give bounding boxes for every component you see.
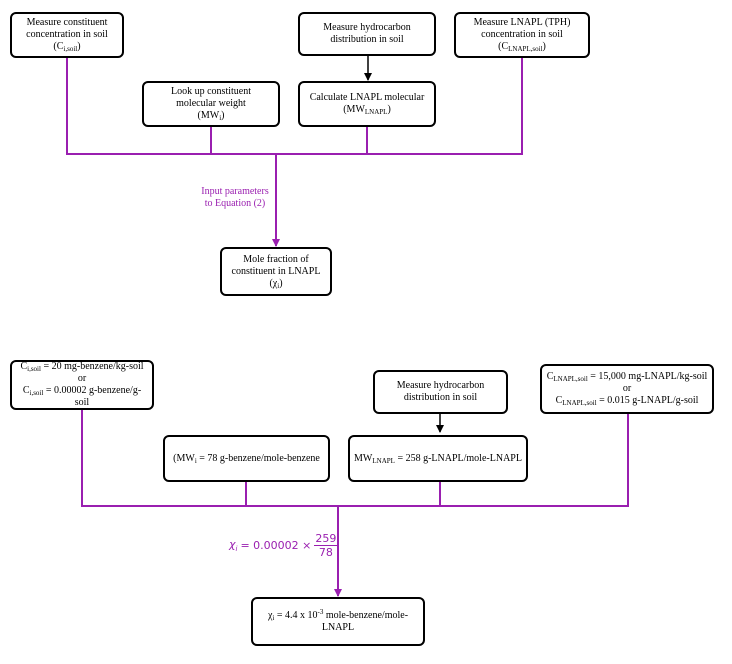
c-lnapl-soil-box: CLNAPL,soil = 15,000 mg-LNAPL/kg-soil or… [540,364,714,414]
top-connector-lines [66,58,523,247]
mw-i-box: (MWi = 78 g-benzene/mole-benzene [163,435,330,482]
measure-constituent-box: Measure constituent concentration in soi… [10,12,124,58]
measure-hydrocarbon-box: Measure hydrocarbon distribution in soil [298,12,436,56]
mole-fraction-result-box: Mole fraction of constituent in LNAPL (χ… [220,247,332,296]
ci-soil-box: Ci,soil = 20 mg-benzene/kg-soil or Ci,so… [10,360,154,410]
mw-lnapl-box: MWLNAPL = 258 g-LNAPL/mole-LNAPL [348,435,528,482]
measure-lnapl-box: Measure LNAPL (TPH) concentration in soi… [454,12,590,58]
equation-fraction: 259 78 [314,532,338,559]
measure-hydrocarbon-box-2: Measure hydrocarbon distribution in soil [373,370,508,414]
calculate-lnapl-box: Calculate LNAPL molecular (MWLNAPL) [298,81,436,127]
lookup-mw-box: Look up constituent molecular weight (MW… [142,81,280,127]
input-parameters-label: Input parameters to Equation (2) [201,186,269,209]
bottom-connector-lines [81,410,629,597]
mole-fraction-equation: χi = 0.00002 × 259 78 [229,532,338,559]
mole-fraction-result-box-2: χi = 4.4 x 10-3 mole-benzene/mole-LNAPL [251,597,425,646]
